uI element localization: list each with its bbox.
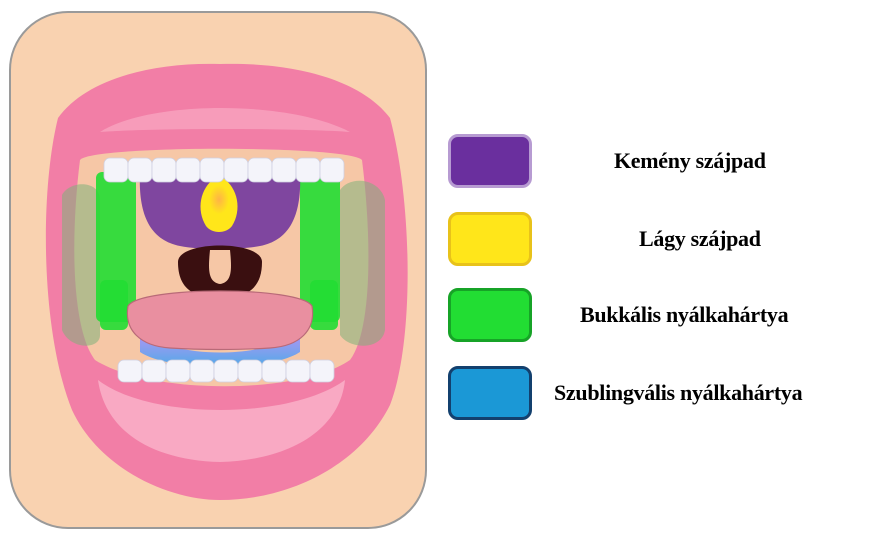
uvula (209, 250, 231, 284)
tooth (272, 158, 296, 182)
lower-teeth (118, 360, 334, 382)
open-mouth-illustration (0, 0, 440, 536)
legend-item-hard-palate: Kemény szájpad (448, 134, 888, 190)
tooth (128, 158, 152, 182)
tooth (142, 360, 166, 382)
tooth (296, 158, 320, 182)
hard-palate-swatch (448, 134, 532, 188)
tooth (176, 158, 200, 182)
sublingual-mucosa-swatch (448, 366, 532, 420)
tooth (214, 360, 238, 382)
tooth (238, 360, 262, 382)
legend-label: Bukkális nyálkahártya (580, 288, 788, 342)
left-cheek-shadow (62, 184, 100, 345)
tooth (200, 158, 224, 182)
buccal-mucosa-swatch (448, 288, 532, 342)
legend-item-sublingual-mucosa: Szublingvális nyálkahártya (448, 366, 888, 422)
tooth (166, 360, 190, 382)
legend-item-soft-palate: Lágy szájpad (448, 212, 888, 268)
legend-item-buccal-mucosa: Bukkális nyálkahártya (448, 288, 888, 344)
tooth (104, 158, 128, 182)
legend-label: Kemény szájpad (614, 134, 766, 188)
tooth (310, 360, 334, 382)
right-cheek-shadow (340, 181, 385, 346)
soft-palate-swatch (448, 212, 532, 266)
tooth (262, 360, 286, 382)
tooth (224, 158, 248, 182)
tooth (320, 158, 344, 182)
buccal-mucosa-left-lower (100, 280, 128, 330)
tooth (118, 360, 142, 382)
tooth (248, 158, 272, 182)
legend-label: Lágy szájpad (639, 212, 761, 266)
buccal-mucosa-right-lower (310, 280, 338, 330)
tongue (127, 291, 312, 350)
tooth (286, 360, 310, 382)
legend-label: Szublingvális nyálkahártya (554, 366, 802, 420)
tooth (190, 360, 214, 382)
tooth (152, 158, 176, 182)
